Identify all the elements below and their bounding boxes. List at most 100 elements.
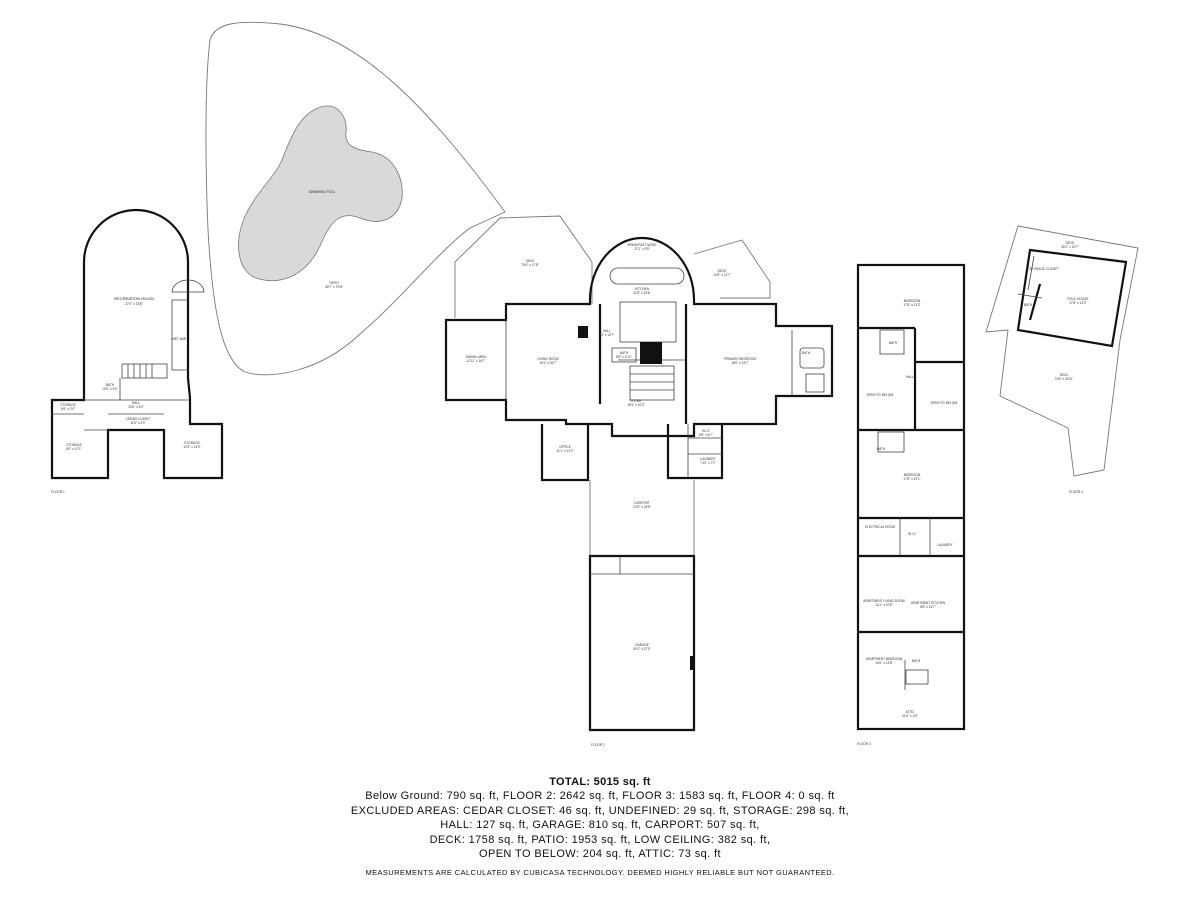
wic-dims: 5'5" x 6'7"	[699, 433, 713, 437]
cedar-closet-name: CEDAR CLOSET	[126, 417, 151, 421]
hall-dims: 23'6" x 4'0"	[128, 405, 144, 409]
shower	[805, 373, 825, 393]
bath-dims: 6'5" x 4'10"	[616, 355, 632, 359]
floor-1-plan: RECREATION ROOM 27'0" x 33'8" WET BAR BA…	[50, 208, 224, 494]
primary-bedroom-dims: 18'0" x 23'7"	[731, 361, 748, 365]
foyer-name: FOYER	[631, 399, 643, 403]
recreation-room-name: RECREATION ROOM	[114, 296, 153, 301]
bedroom-mid-name: BEDROOM	[904, 473, 921, 477]
laundry-name: LAUNDRY	[700, 457, 716, 461]
pool-house-walls	[1016, 248, 1128, 348]
apartment-kitchen-name: APARTMENT KITCHEN	[911, 601, 946, 605]
electrical-room-name: ELECTRICAL ROOM	[865, 525, 896, 529]
hall-dims: 12' x 13'7"	[600, 333, 615, 337]
office-walls	[540, 424, 590, 482]
apartment-bedroom-dims: 14'6" x 14'8"	[875, 661, 892, 665]
laundry-walls	[666, 424, 724, 480]
attic-dims: 21'6" x 3'6"	[902, 714, 918, 718]
pool-name: SWIMMING POOL	[309, 190, 336, 194]
area-summary: TOTAL: 5015 sq. ft Below Ground: 790 sq.…	[0, 775, 1200, 862]
breakfast-nook-name: BREAKFAST NOOK	[628, 243, 658, 247]
bath-apt-name: BATH	[912, 659, 921, 663]
laundry-dims: 7'10" x 7'1"	[700, 461, 716, 465]
storage-c-dims: 12'3" x 13'0"	[183, 445, 200, 449]
foyer-dims: 18'3" x 10'2"	[627, 403, 644, 407]
storage-a-name: STORAGE	[60, 403, 76, 407]
hall-name: HALL	[132, 401, 140, 405]
breakfast-nook-dims: 22'1" x 9'5"	[634, 247, 650, 251]
pool-house-bath-name: BATH	[1024, 303, 1033, 307]
garage-door-marker	[690, 656, 695, 670]
kitchen-island	[609, 267, 685, 285]
apartment-living-room-name: APARTMENT LIVING ROOM	[863, 599, 905, 603]
stairs	[121, 363, 168, 379]
apartment-living-room-dims: 14'1" x 10'9"	[875, 603, 892, 607]
apartment-kitchen-dims: 8'8" x 14'7"	[920, 605, 936, 609]
kitchen-dims: 21'8" x 15'6"	[633, 291, 650, 295]
cedar-closet-dims: 11'6" x 4'0"	[130, 421, 145, 425]
hall-name: HALL	[603, 329, 611, 333]
storage-c-name: STORAGE	[184, 441, 200, 445]
summary-line-open-attic: OPEN TO BELOW: 204 sq. ft, ATTIC: 73 sq.…	[479, 848, 721, 861]
door-arc	[171, 279, 205, 293]
primary-bath-name: BATH	[802, 351, 811, 355]
apartment-bedroom-name: APARTMENT BEDROOM	[866, 657, 903, 661]
deck-name: DECK	[526, 259, 536, 263]
laundry-name: LAUNDRY	[937, 543, 953, 547]
main-house-walls	[444, 236, 834, 438]
disclaimer: MEASUREMENTS ARE CALCULATED BY CUBICASA …	[365, 868, 835, 877]
patio-dims: 68'7" x 79'8"	[325, 285, 342, 289]
wic-name: W.I.C	[702, 429, 710, 433]
floor-1-label: FLOOR 1	[51, 490, 65, 494]
pool-house-name: POOL HOUSE	[1068, 297, 1089, 301]
bedroom-top-name: BEDROOM	[904, 299, 921, 303]
open-below-left: OPEN TO BELOW	[867, 393, 894, 397]
attic-name: ATTIC	[906, 710, 916, 714]
deck-small-dims: 10'5" x 12'7"	[713, 273, 730, 277]
bath-name: BATH	[106, 383, 115, 387]
storage-closet-name: STORAGE CLOSET	[1029, 267, 1058, 271]
bath-name: BATH	[620, 351, 629, 355]
bedroom-top-dims: 17'8" x 13'3"	[903, 303, 920, 307]
patio-outline	[205, 21, 506, 376]
patio-name: PATIO	[329, 281, 339, 285]
bathtub	[799, 347, 825, 369]
recreation-room-walls	[82, 208, 190, 378]
bath-top-name: BATH	[889, 341, 898, 345]
deck-outline	[454, 215, 593, 318]
kitchen-name: KITCHEN	[635, 287, 650, 291]
summary-line-floors: Below Ground: 790 sq. ft, FLOOR 2: 2642 …	[365, 790, 835, 802]
storage-b-name: STORAGE	[66, 443, 82, 447]
carport-outline	[589, 480, 695, 556]
open-below-right: OPEN TO BELOW	[931, 401, 958, 405]
storage-b-dims: 8'0" x 10'1"	[66, 447, 82, 451]
recreation-room-dims: 27'0" x 33'8"	[125, 302, 142, 306]
floor-4-plan: DECK 35'1" x 10'7" STORAGE CLOSET POOL H…	[985, 225, 1139, 494]
deck-top-name: DECK	[1066, 241, 1076, 245]
top-bath-fixtures	[879, 329, 905, 355]
garage-name: GARAGE	[635, 643, 649, 647]
wet-bar-counter	[171, 299, 188, 371]
deck-small-name: DECK	[718, 269, 728, 273]
deck-bottom-name: DECK	[1060, 373, 1070, 377]
floor-3-plan: BEDROOM 17'8" x 13'3" BATH HALL OPEN TO …	[856, 263, 966, 746]
wic-name: W.I.C	[908, 532, 916, 536]
hall-name: HALL	[906, 375, 914, 379]
deck-top-dims: 35'1" x 10'7"	[1061, 245, 1078, 249]
pool-house-deck-outline	[985, 225, 1139, 477]
dining-area-name: DINING AREA	[466, 355, 487, 359]
floor-plan-drawing: RECREATION ROOM 27'0" x 33'8" WET BAR BA…	[50, 21, 1139, 747]
swimming-pool	[238, 105, 403, 282]
garage-dims: 30'1" x 27'0"	[633, 647, 650, 651]
deck-small-outline	[693, 239, 771, 299]
hall-bath-box	[611, 347, 637, 363]
bath-dims: 10'0" x 5'0"	[102, 387, 118, 391]
fireplace	[578, 326, 588, 338]
primary-bedroom-name: PRIMARY BEDROOM	[724, 357, 756, 361]
bedroom-mid-dims: 17'8" x 22'1"	[903, 477, 920, 481]
garage-walls	[588, 554, 696, 732]
carport-dims: 23'3" x 18'9"	[633, 505, 650, 509]
storage-a-dims: 6'6" x 3'0"	[61, 407, 75, 411]
kitchen-appliance	[640, 342, 662, 364]
summary-line-hall-garage: HALL: 127 sq. ft, GARAGE: 810 sq. ft, CA…	[440, 819, 760, 832]
